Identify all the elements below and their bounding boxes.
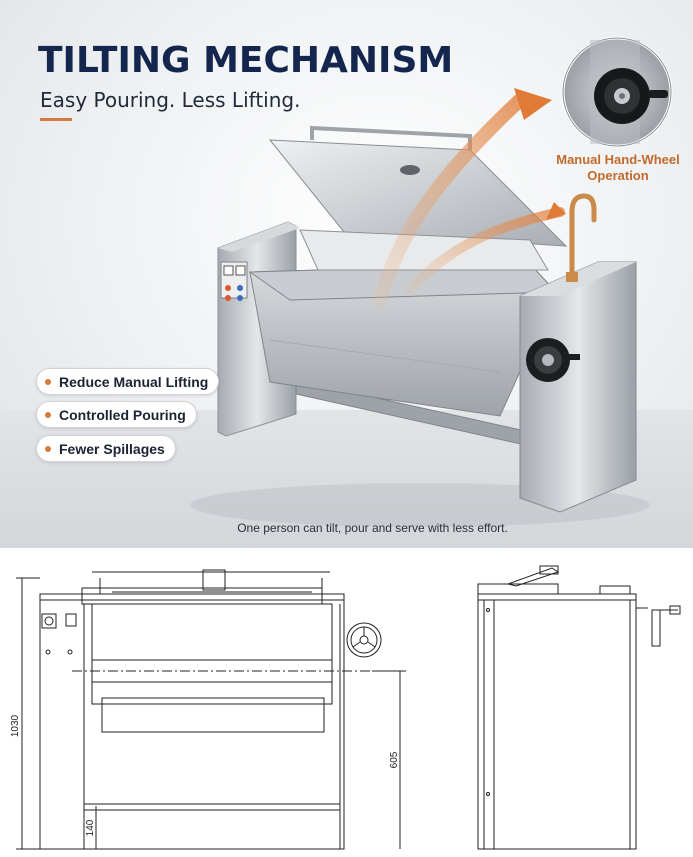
feature-label: Controlled Pouring	[59, 406, 186, 423]
page-subtitle: Easy Pouring. Less Lifting.	[40, 88, 301, 112]
faucet-icon	[569, 193, 597, 279]
indicator-light-icon	[225, 285, 231, 291]
hand-wheel-icon	[526, 338, 580, 382]
arrow-icon	[546, 202, 566, 220]
bullet-dot-icon	[45, 378, 51, 385]
side-view-drawing	[477, 565, 681, 850]
dim-clearance: 140	[85, 819, 96, 836]
indicator-light-icon	[225, 295, 231, 301]
caption-text: One person can tilt, pour and serve with…	[237, 521, 508, 535]
faucet-base	[566, 272, 578, 282]
lid-vent-icon	[400, 165, 420, 175]
lid	[268, 139, 568, 247]
indicator-light-icon	[237, 295, 243, 301]
pan-seam	[269, 339, 501, 373]
hand-wheel-callout: Manual Hand-Wheel Operation	[548, 152, 688, 184]
indicator-light-icon	[237, 285, 243, 291]
control-switch-icon	[223, 265, 234, 276]
hero-panel: TILTING MECHANISM Easy Pouring. Less Lif…	[0, 0, 693, 548]
accent-divider	[40, 118, 72, 121]
feature-pill: Fewer Spillages	[36, 435, 176, 462]
bullet-dot-icon	[45, 411, 51, 418]
page-title: TILTING MECHANISM	[38, 40, 454, 81]
control-display-icon	[235, 265, 246, 276]
pour-flow-arrow	[373, 93, 527, 307]
arrow-icon	[514, 88, 552, 120]
technical-drawings: 1030 605 140	[10, 565, 681, 850]
callout-line-1: Manual Hand-Wheel	[556, 152, 680, 167]
right-column	[519, 261, 637, 513]
tilting-kettle-illustration	[190, 36, 673, 527]
pour-flow-arrow	[405, 207, 565, 295]
dim-pivot-height: 605	[389, 751, 400, 768]
feature-pill: Controlled Pouring	[36, 401, 197, 428]
feature-label: Fewer Spillages	[59, 440, 165, 457]
feature-pill: Reduce Manual Lifting	[36, 368, 220, 395]
dim-total-height: 1030	[10, 714, 21, 737]
left-column-top	[218, 222, 300, 252]
bullet-dot-icon	[45, 445, 51, 452]
front-view-drawing	[16, 569, 406, 850]
hand-wheel-zoom-inset	[561, 36, 673, 148]
feature-label: Reduce Manual Lifting	[59, 373, 209, 390]
callout-line-2: Operation	[587, 168, 649, 183]
